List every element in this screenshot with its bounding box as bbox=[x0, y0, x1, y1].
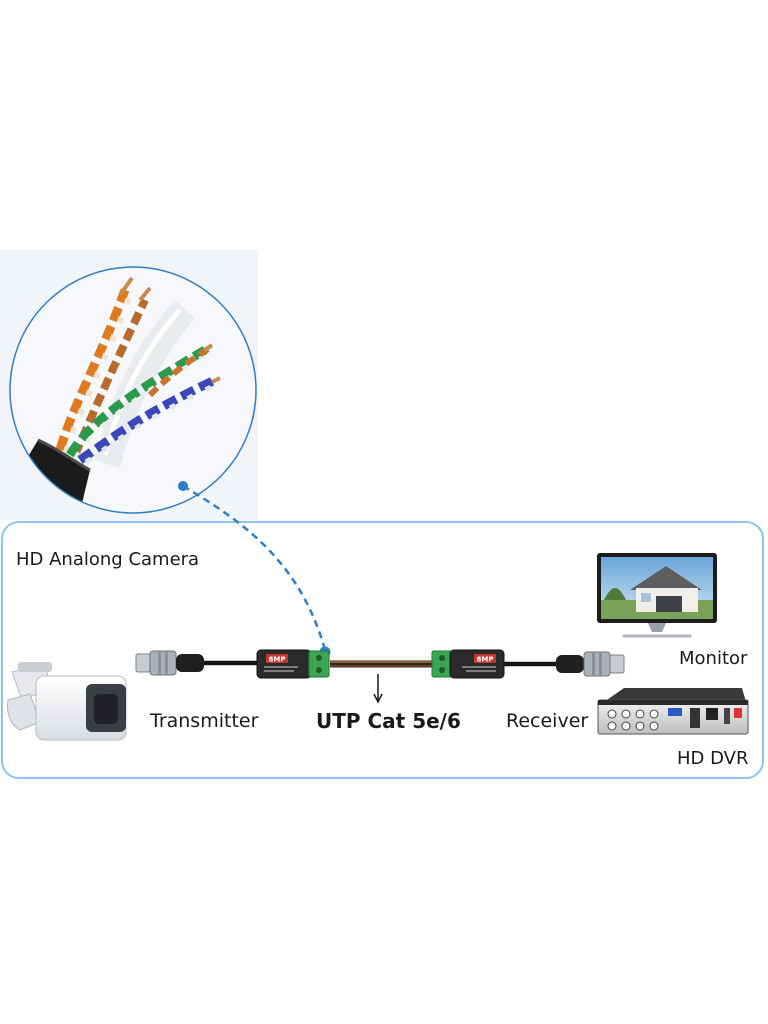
bnc-connector-icon bbox=[135, 650, 204, 676]
monitor-icon bbox=[597, 553, 717, 638]
balun-icon: 8MP bbox=[256, 649, 330, 679]
cable-closeup-icon bbox=[9, 266, 257, 514]
receiver-label: Receiver bbox=[506, 710, 589, 732]
dvr-label: HD DVR bbox=[677, 748, 749, 769]
transmitter-label: Transmitter bbox=[150, 710, 259, 732]
dvr-icon bbox=[597, 688, 749, 735]
balun-icon: 8MP bbox=[431, 649, 505, 679]
balun-badge-rx: 8MP bbox=[477, 656, 494, 664]
camera-icon bbox=[7, 662, 127, 741]
arrow-down-icon bbox=[373, 674, 383, 704]
cable-label: UTP Cat 5e/6 bbox=[316, 709, 461, 733]
utp-cable bbox=[330, 660, 432, 668]
bnc-connector-icon bbox=[556, 651, 625, 677]
balun-badge-tx: 8MP bbox=[269, 656, 286, 664]
monitor-label: Monitor bbox=[679, 648, 748, 669]
camera-label: HD Analong Camera bbox=[16, 549, 200, 570]
